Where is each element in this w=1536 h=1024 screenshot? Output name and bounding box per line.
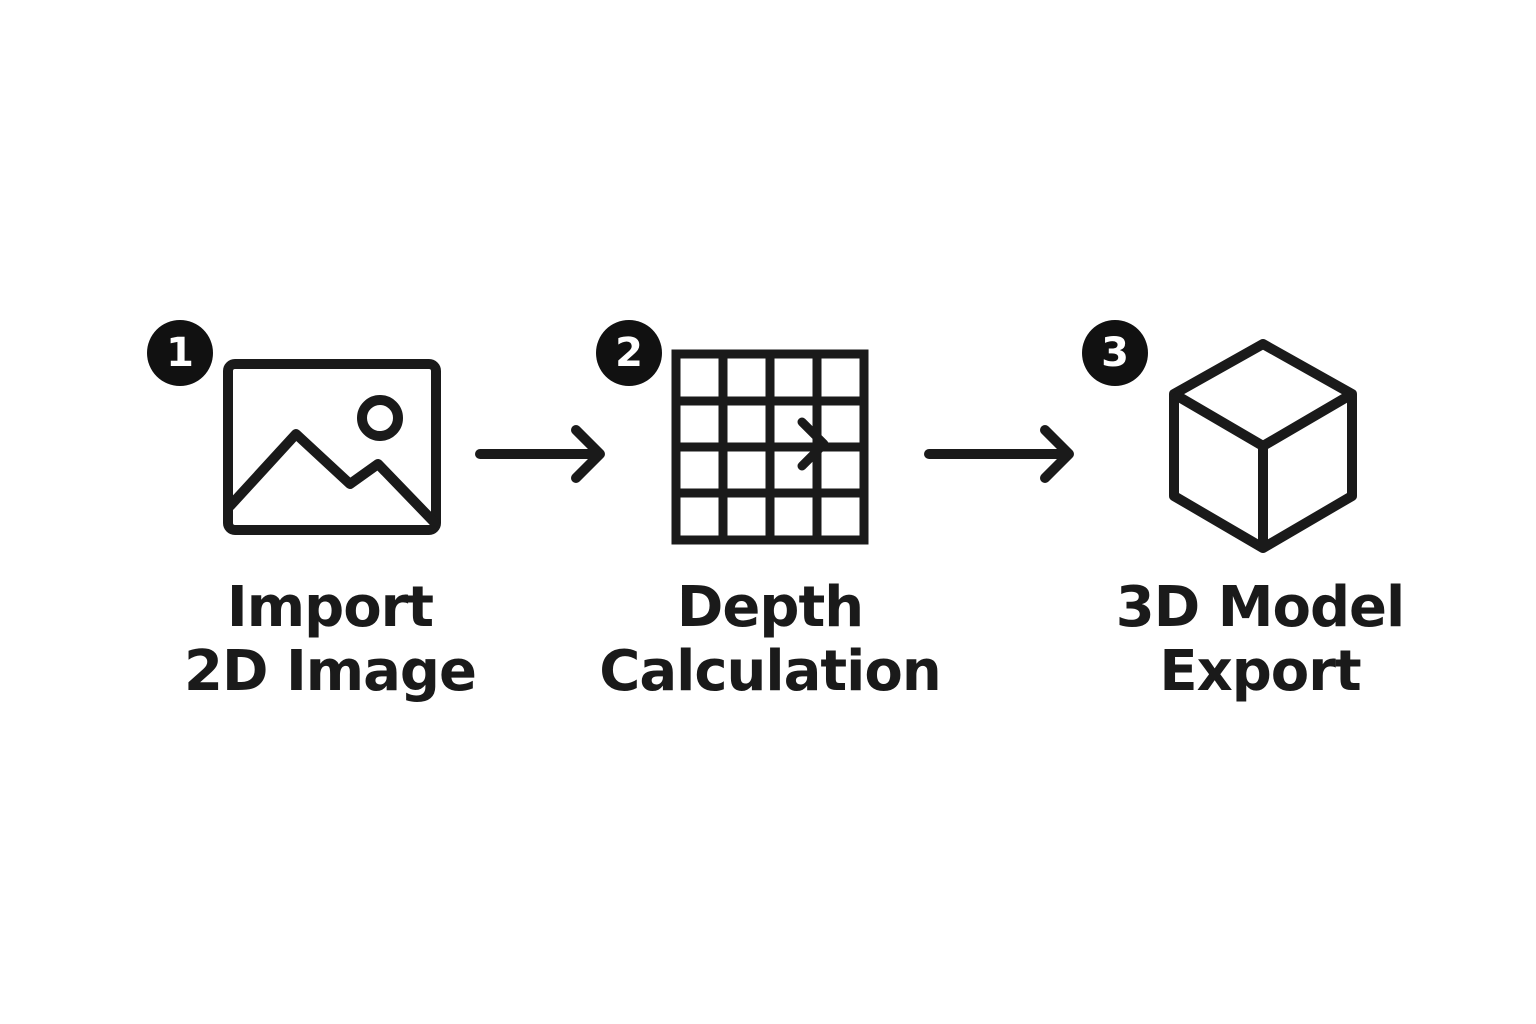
step-2-badge: 2 xyxy=(596,320,662,386)
step-2-label-line2: Calculation xyxy=(599,639,941,704)
image-icon xyxy=(223,359,441,535)
step-1-label: Import 2D Image xyxy=(160,576,500,704)
arrow-right-icon xyxy=(475,425,605,483)
step-1-badge: 1 xyxy=(147,320,213,386)
step-3-badge: 3 xyxy=(1082,320,1148,386)
step-1-label-line2: 2D Image xyxy=(184,639,477,704)
step-1-label-line1: Import xyxy=(226,575,434,640)
grid-arrow-icon xyxy=(671,349,869,545)
step-2-label-line1: Depth xyxy=(676,575,864,640)
step-3-label: 3D Model Export xyxy=(1090,576,1430,704)
cube-icon xyxy=(1169,339,1357,553)
arrow-right-icon xyxy=(924,425,1074,483)
step-3-label-line1: 3D Model xyxy=(1115,575,1405,640)
step-3-label-line2: Export xyxy=(1159,639,1361,704)
step-2-label: Depth Calculation xyxy=(590,576,950,704)
